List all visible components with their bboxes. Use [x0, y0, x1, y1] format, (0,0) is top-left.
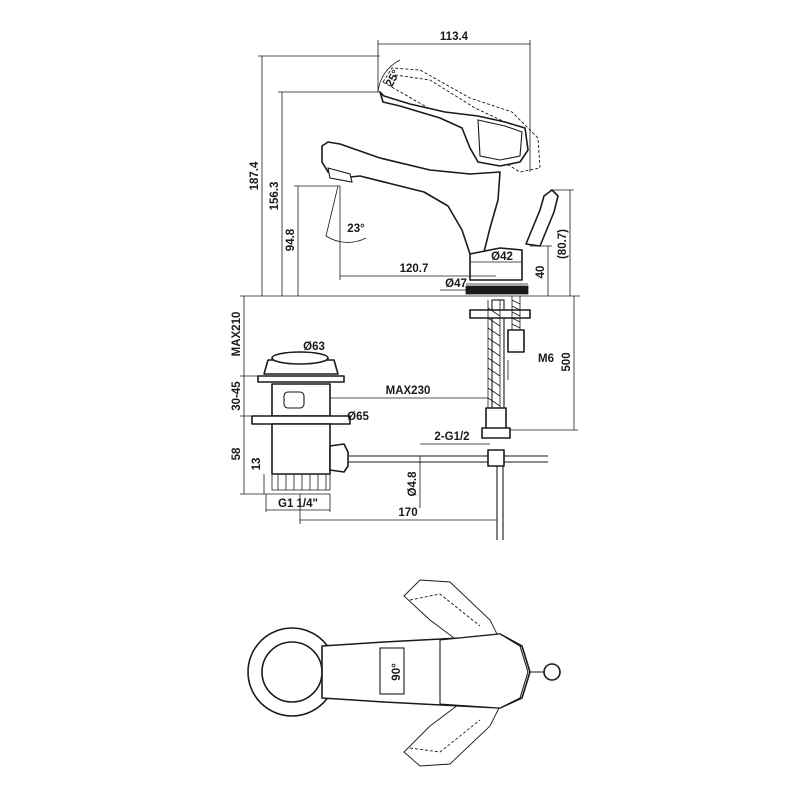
label-drain-flange: Ø63: [303, 341, 325, 353]
dimension-labels: 113.4 25° 187.4 156.3 94.8 23° 120.7 Ø42…: [231, 31, 573, 681]
label-hose-length: 500: [561, 352, 573, 371]
lever-rotated-right-inner: [409, 719, 481, 753]
drain-thread: [271, 473, 331, 491]
label-stud-thread: M6: [538, 353, 554, 365]
lock-nut: [507, 329, 525, 353]
label-spout-reach: 120.7: [400, 263, 429, 275]
label-thread-length: 13: [251, 458, 263, 471]
label-height-spout-top: 156.3: [269, 182, 281, 211]
drain-ring-inner: [261, 641, 323, 703]
drain-assembly: [251, 351, 351, 491]
label-rotation-angle: 90°: [391, 663, 403, 681]
lever-rotated-right: [403, 695, 501, 767]
label-pull-rod-height: 40: [535, 266, 547, 279]
label-width-total: 113.4: [440, 31, 469, 43]
drain-window: [283, 391, 305, 409]
drain-top: [271, 351, 329, 365]
hose-fitting-2: [481, 427, 511, 439]
aerator: [327, 167, 353, 183]
rod-clamp: [487, 449, 505, 467]
lever-cap-top: [439, 633, 529, 709]
faucet-side-view: [321, 67, 559, 295]
label-pull-rod-total: (80.7): [557, 229, 569, 259]
label-body-diameter: Ø42: [491, 251, 513, 263]
label-rod-length: 170: [398, 507, 417, 519]
label-rod-diameter: Ø4.8: [407, 471, 419, 497]
label-height-total: 187.4: [249, 161, 261, 190]
drain-lower-flange: [251, 415, 351, 425]
label-height-outlet: 94.8: [285, 228, 297, 251]
under-deck-assembly: [342, 296, 548, 540]
label-base-diameter: Ø47: [445, 278, 467, 290]
knob: [543, 663, 561, 681]
lever-rotated-left-inner: [409, 593, 481, 627]
drain-flange: [257, 375, 345, 383]
outlet-window: [379, 647, 405, 695]
lever-rotated-left: [403, 579, 501, 651]
spout: [321, 141, 501, 255]
label-connection: 2-G1/2: [434, 431, 469, 443]
label-drain-thread: G1 1/4": [278, 498, 318, 510]
label-max-basin: MAX230: [386, 385, 431, 397]
hose-fitting: [485, 407, 507, 431]
dimension-lines: [240, 40, 580, 524]
braided-hose: [487, 300, 501, 410]
stud-thread: [511, 296, 521, 330]
label-max-deck: MAX210: [231, 312, 243, 357]
drain-pipe: [271, 423, 331, 475]
label-drain-height: 58: [231, 447, 243, 460]
label-spout-angle: 23°: [347, 223, 365, 235]
pull-rod: [525, 189, 559, 247]
label-drain-body: Ø65: [347, 411, 369, 423]
label-drain-range: 30-45: [231, 381, 243, 411]
drain-side-port: [329, 443, 349, 473]
body: [469, 247, 523, 281]
lever-cap: [477, 119, 523, 161]
faucet-top-view: [247, 579, 561, 767]
